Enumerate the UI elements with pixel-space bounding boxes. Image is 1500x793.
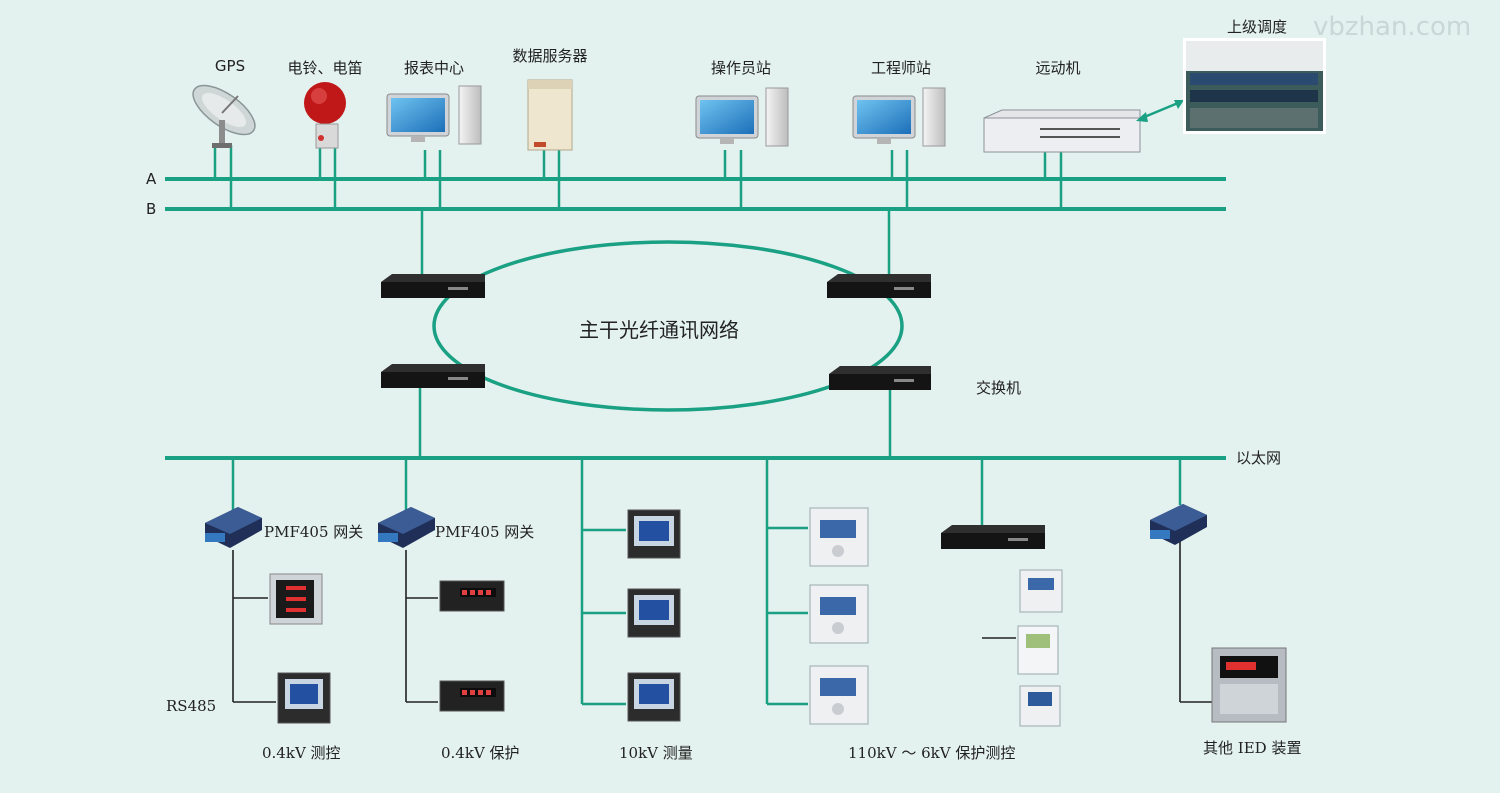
protection-small-3-icon — [1019, 685, 1061, 727]
gateway-left-icon — [205, 507, 262, 548]
protection-110kv-3-icon — [809, 665, 869, 725]
switch-label: 交换机 — [976, 379, 1022, 397]
protection-04kv-2-icon — [439, 680, 505, 712]
meter-10kv-2-icon — [627, 588, 681, 638]
protection-110kv-2-icon — [809, 584, 869, 644]
gateway-ied-icon — [1150, 504, 1207, 545]
protection-110kv-1-icon — [809, 507, 869, 567]
gps-label: GPS — [214, 57, 246, 75]
group-10kv-measure-label: 10kV 测量 — [619, 744, 693, 762]
ethernet-label: 以太网 — [1236, 449, 1282, 467]
bus-drops — [213, 145, 1063, 458]
report-center-pc-icon — [386, 85, 482, 145]
protection-04kv-1-icon — [439, 580, 505, 612]
switch-top-right-icon — [827, 274, 931, 298]
protection-small-2-icon — [1017, 625, 1059, 675]
rs485-label: RS485 — [166, 697, 217, 715]
other-ied-meter-icon — [1211, 647, 1287, 723]
switch-top-left-icon — [381, 274, 485, 298]
bus-lines — [165, 177, 1226, 211]
rtu-label: 远动机 — [1035, 59, 1081, 77]
fiber-ring — [432, 240, 904, 412]
alarm-bell-icon — [304, 82, 346, 149]
protection-small-1-icon — [1019, 569, 1063, 613]
watermark: vbzhan.com — [1313, 12, 1472, 42]
bus-b-label: B — [146, 200, 157, 218]
ethernet-drops — [231, 458, 1182, 706]
group-04kv-control-label: 0.4kV 测控 — [262, 744, 341, 762]
dispatch-label: 上级调度 — [1226, 18, 1288, 36]
database-server-icon — [527, 79, 573, 151]
group-04kv-protection-label: 0.4kV 保护 — [441, 744, 520, 762]
operator-station-pc-icon — [695, 87, 789, 147]
meter-10kv-1-icon — [627, 509, 681, 559]
operator-station-label: 操作员站 — [710, 59, 772, 77]
gps-dish-icon — [192, 84, 256, 148]
switch-bottom-left-icon — [381, 364, 485, 388]
meter-04kv-control-1-icon — [269, 573, 323, 625]
bus-a-label: A — [146, 170, 157, 188]
switch-110kv-icon — [941, 525, 1045, 549]
meter-04kv-control-2-icon — [277, 672, 331, 724]
rtu-icon — [983, 109, 1141, 153]
report-center-label: 报表中心 — [403, 59, 465, 77]
group-other-ied-label: 其他 IED 装置 — [1203, 739, 1302, 757]
ring-label: 主干光纤通讯网络 — [579, 318, 739, 342]
rs485-lines — [232, 540, 1212, 703]
gateway-right-label: PMF405 网关 — [435, 523, 535, 541]
engineer-station-pc-icon — [852, 87, 946, 147]
group-110kv-protection-label: 110kV ～ 6kV 保护测控 — [848, 744, 1016, 762]
dispatch-link-arrow-icon — [1136, 100, 1184, 122]
gateway-right-icon — [378, 507, 435, 548]
engineer-station-label: 工程师站 — [870, 59, 932, 77]
gateway-left-label: PMF405 网关 — [264, 523, 364, 541]
meter-10kv-3-icon — [627, 672, 681, 722]
switch-bottom-right-icon — [829, 366, 931, 390]
db-server-label: 数据服务器 — [512, 47, 588, 65]
bell-label: 电铃、电笛 — [287, 59, 363, 77]
dispatch-center-photo-icon — [1183, 38, 1326, 134]
